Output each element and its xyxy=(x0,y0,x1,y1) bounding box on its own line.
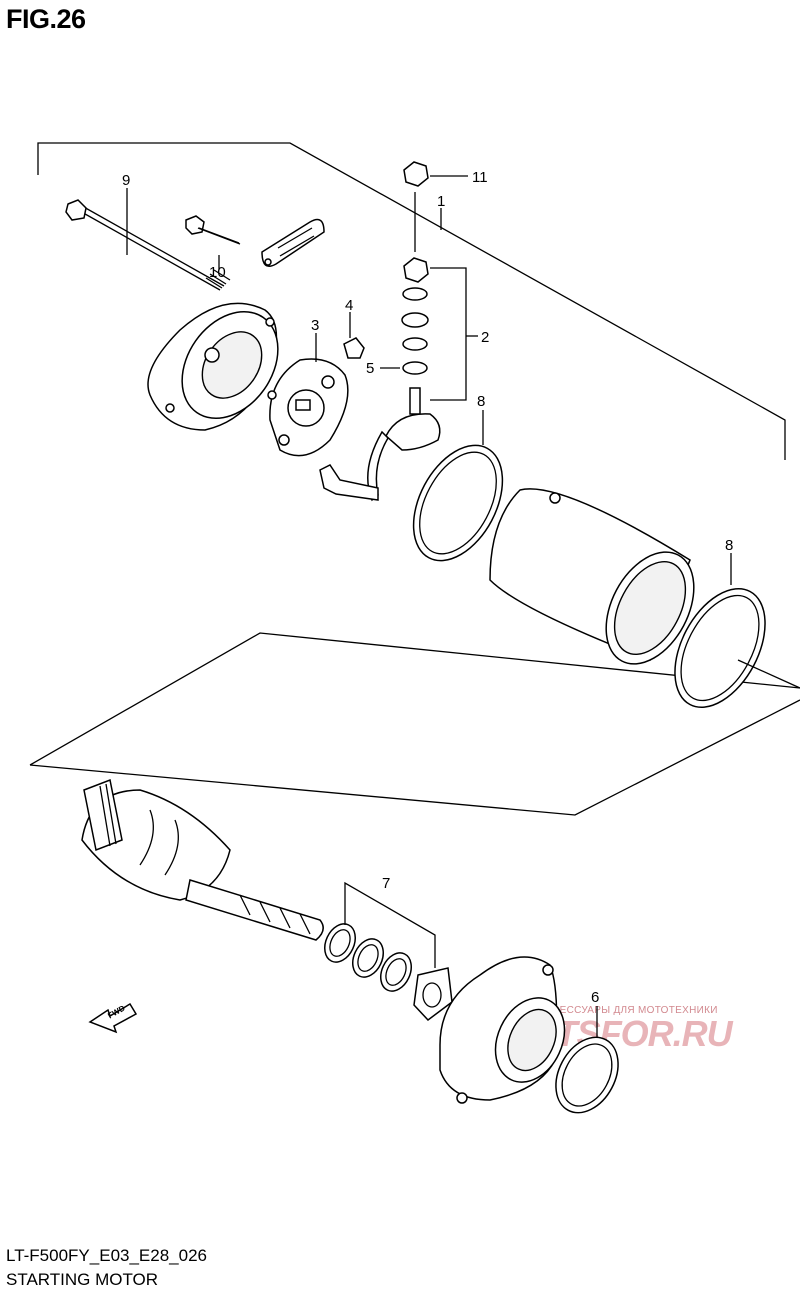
figure-number: FIG.26 xyxy=(6,4,86,34)
callout-11: 11 xyxy=(472,169,488,186)
callout-7: 7 xyxy=(382,875,390,892)
bolt xyxy=(185,215,241,245)
through-bolt xyxy=(65,199,231,291)
clip xyxy=(343,337,365,359)
watermark-text: ЗАПЧАСТИ И АКСЕССУАРЫ ДЛЯ МОТОТЕХНИКИ xyxy=(470,1005,718,1016)
model-code: LT-F500FY_E03_E28_026 xyxy=(6,1246,207,1265)
brush-holder xyxy=(319,413,441,502)
o-ring xyxy=(555,1036,619,1114)
callout-4: 4 xyxy=(345,297,353,314)
callout-9: 9 xyxy=(122,172,130,189)
washer-set xyxy=(324,881,453,1022)
rear-housing xyxy=(147,302,279,431)
callout-8a: 8 xyxy=(477,393,485,410)
callout-5: 5 xyxy=(366,360,374,377)
o-ring xyxy=(674,587,766,709)
fwd-arrow-icon xyxy=(88,1002,138,1034)
callout-6: 6 xyxy=(591,989,599,1006)
terminal-plate xyxy=(261,218,325,267)
leader-lines xyxy=(126,175,732,1038)
callout-1: 1 xyxy=(437,193,445,210)
yoke xyxy=(489,488,695,665)
diagram-title: STARTING MOTOR xyxy=(6,1270,159,1289)
o-ring xyxy=(412,444,504,562)
assembly-bracket xyxy=(29,142,800,816)
callout-3: 3 xyxy=(311,317,319,334)
front-housing xyxy=(439,956,566,1104)
callout-8b: 8 xyxy=(725,537,733,554)
callout-10: 10 xyxy=(209,264,226,281)
terminal-stack xyxy=(401,161,429,415)
armature xyxy=(81,778,324,941)
brush-plate xyxy=(267,358,349,457)
callout-2: 2 xyxy=(481,329,489,346)
